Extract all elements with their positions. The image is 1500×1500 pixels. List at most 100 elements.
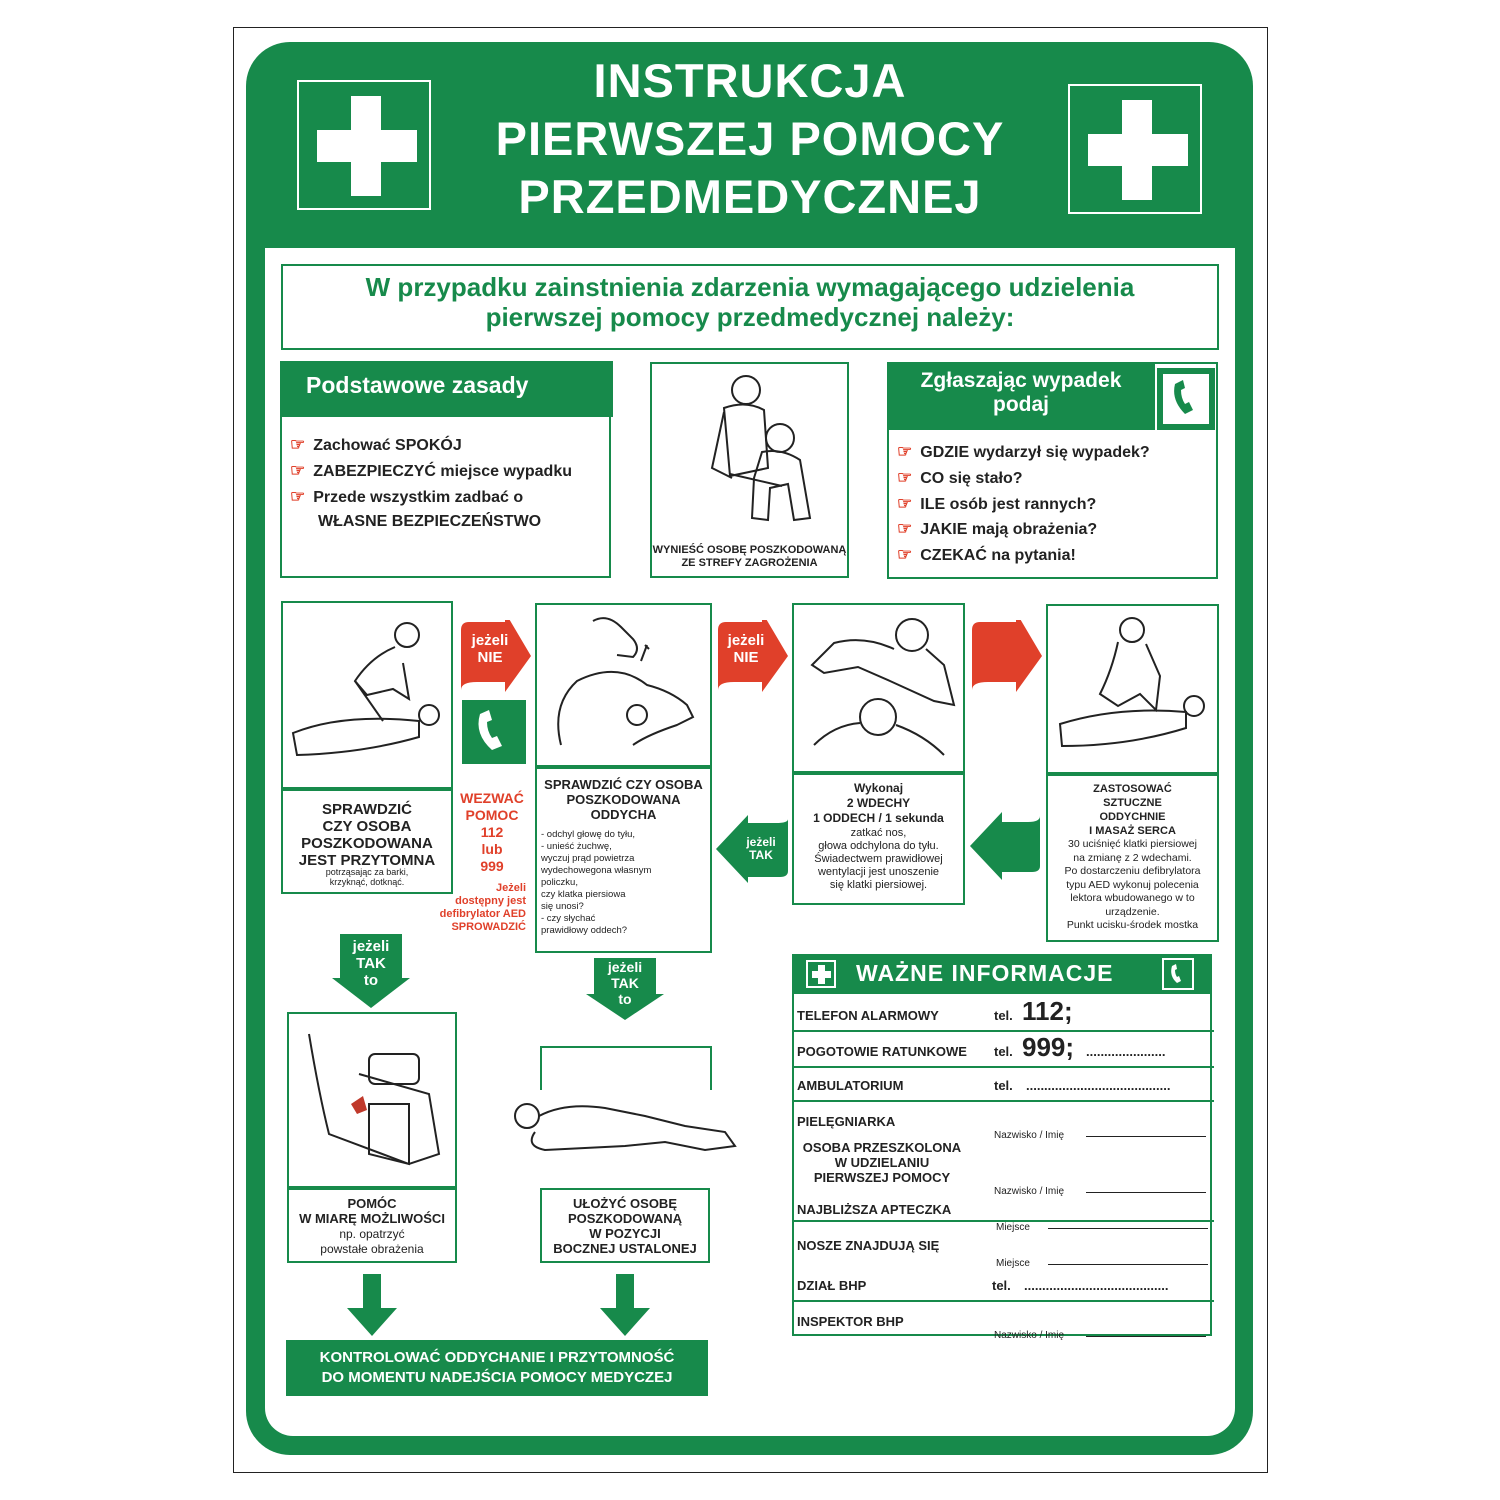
if-yes-label: jeżeli TAK — [746, 835, 776, 862]
ambulance-number: 999; — [1022, 1032, 1075, 1062]
consciousness-caption: SPRAWDZIĆ CZY OSOBA POSZKODOWANA JEST PR… — [298, 801, 436, 869]
arrow-down-icon — [586, 958, 664, 1020]
if-no-label: jeżeli NIE — [471, 632, 509, 666]
important-info-table: WAŻNE INFORMACJE TELEFON ALARMOWY tel. 1… — [792, 954, 1214, 1341]
important-info-heading: WAŻNE INFORMACJE — [856, 960, 1114, 986]
phone-icon — [462, 700, 526, 764]
breathing-caption-box: SPRAWDZIĆ CZY OSOBA POSZKODOWANA ODDYCHA… — [535, 767, 712, 953]
report-item: ☞GDZIE wydarzył się wypadek? — [897, 442, 1150, 461]
title-line: PIERWSZEJ POMOCY — [495, 112, 1005, 165]
info-row-bhp: DZIAŁ BHP tel. .........................… — [794, 1256, 1214, 1302]
recovery-caption-box: UŁOŻYĆ OSOBĘ POSZKODOWANĄ W POZYCJI BOCZ… — [540, 1188, 710, 1263]
fill-in-line — [1086, 1336, 1206, 1337]
if-no-label: jeżeli NIE — [727, 632, 765, 666]
report-item: ☞ILE osób jest rannych? — [897, 494, 1097, 513]
basic-rules-heading: Podstawowe zasady — [280, 361, 613, 417]
title-line: PRZEDMEDYCZNEJ — [518, 170, 982, 223]
title-line: INSTRUKCJA — [593, 54, 907, 107]
if-yes-label: jeżeli TAK to — [607, 959, 643, 1007]
arrow-right-icon — [972, 620, 1042, 692]
pointing-hand-icon: ☞ — [897, 519, 913, 538]
rescue-breaths-illustration — [810, 618, 956, 756]
recovery-caption: UŁOŻYĆ OSOBĘ POSZKODOWANĄ W POZYCJI BOCZ… — [553, 1196, 697, 1256]
phone-icon — [1162, 958, 1194, 990]
help-caption: POMÓC W MIARĘ MOŻLIWOŚCI — [299, 1196, 445, 1226]
info-row-ambulatory: AMBULATORIUM tel. ......................… — [794, 1066, 1214, 1102]
arrow-left-icon — [716, 815, 788, 883]
breathing-illustration-box — [535, 603, 712, 767]
fill-in-line — [1048, 1264, 1208, 1265]
rule-item: WŁASNE BEZPIECZEŃSTWO — [318, 513, 542, 530]
place-hint: Miejsce — [996, 1258, 1030, 1269]
fill-in-line — [1086, 1136, 1206, 1137]
trained-person-label: OSOBA PRZESZKOLONA W UDZIELANIU PIERWSZE… — [802, 1140, 962, 1185]
consciousness-caption-box: SPRAWDZIĆ CZY OSOBA POSZKODOWANA JEST PR… — [281, 789, 453, 894]
cpr-notes: 30 uciśnięć klatki piersiowej na zmianę … — [1064, 838, 1201, 931]
consciousness-note: potrząsając za barki, krzyknąć, dotknąć. — [325, 867, 409, 887]
rescuer-carrying-person-illustration — [710, 375, 812, 522]
name-hint: Nazwisko / Imię — [994, 1130, 1065, 1141]
important-info-header: WAŻNE INFORMACJE — [792, 954, 1212, 994]
pointing-hand-icon: ☞ — [897, 442, 913, 461]
pointing-hand-icon: ☞ — [897, 545, 913, 564]
intro-line: W przypadku zainstnienia zdarzenia wymag… — [365, 272, 1135, 302]
report-box: Zgłaszając wypadek podaj ☞GDZIE wydarzył… — [887, 362, 1218, 579]
info-row-inspector: INSPEKTOR BHP Nazwisko / Imię — [794, 1300, 1214, 1341]
name-hint: Nazwisko / Imię — [994, 1330, 1065, 1341]
intro-line: pierwszej pomocy przedmedycznej należy: — [485, 302, 1015, 332]
alarm-number: 112; — [1022, 996, 1073, 1026]
fill-in-dots: ........................................ — [1024, 1278, 1169, 1293]
evacuate-caption: WYNIEŚĆ OSOBĘ POSZKODOWANĄ ZE STREFY ZAG… — [652, 544, 847, 569]
cpr-caption-box: ZASTOSOWAĆ SZTUCZNE ODDYCHNIE I MASAŻ SE… — [1046, 774, 1219, 942]
fill-in-line — [1048, 1228, 1208, 1229]
cpr-caption: ZASTOSOWAĆ SZTUCZNE ODDYCHNIE I MASAŻ SE… — [1089, 783, 1176, 837]
arrow-left-icon — [970, 812, 1040, 880]
check-breathing-illustration — [557, 617, 695, 746]
arrow-right-icon — [461, 620, 531, 692]
page-title: INSTRUKCJA PIERWSZEJ POMOCY PRZEDMEDYCZN… — [430, 52, 1070, 226]
arrow-down-icon — [600, 1274, 650, 1336]
breaths-illustration-box — [792, 603, 965, 773]
fill-in-dots: ........................................ — [1026, 1078, 1171, 1093]
rule-item: ☞Przede wszystkim zadbać o — [290, 487, 524, 506]
info-row-alarm: TELEFON ALARMOWY tel. 112; — [794, 994, 1214, 1032]
phone-icon — [1157, 368, 1215, 430]
recovery-bracket — [540, 1046, 712, 1090]
rule-item: ☞ZABEZPIECZYĆ miejsce wypadku — [290, 461, 572, 480]
if-yes-label: jeżeli TAK to — [352, 938, 390, 989]
cpr-illustration — [1058, 617, 1205, 748]
arrow-down-icon — [347, 1274, 397, 1336]
monitor-banner: KONTROLOWAĆ ODDYCHANIE I PRZYTOMNOŚĆ DO … — [286, 1340, 708, 1396]
breathing-notes: - odchyl głowę do tyłu, - unieść żuchwę,… — [541, 829, 652, 936]
breaths-notes: zatkać nos, głowa odchylona do tyłu. Świ… — [814, 827, 943, 891]
pointing-hand-icon: ☞ — [897, 468, 913, 487]
first-aid-cross-icon — [1068, 84, 1202, 214]
name-hint: Nazwisko / Imię — [994, 1186, 1065, 1197]
rule-item: ☞Zachować SPOKÓJ — [290, 435, 462, 454]
pointing-hand-icon: ☞ — [290, 487, 306, 506]
basic-rules-box: Podstawowe zasady ☞Zachować SPOKÓJ ☞ZABE… — [280, 361, 613, 578]
pointing-hand-icon: ☞ — [290, 435, 306, 454]
pointing-hand-icon: ☞ — [897, 494, 913, 513]
first-aid-cross-icon — [297, 80, 431, 210]
report-heading: Zgłaszając wypadek podaj — [887, 362, 1155, 430]
aed-text: Jeżeli dostępny jest defibrylator AED SP… — [439, 882, 526, 933]
fill-in-dots: ...................... — [1086, 1044, 1166, 1059]
place-hint: Miejsce — [996, 1222, 1030, 1233]
info-row-nurse: PIELĘGNIARKA Nazwisko / Imię OSOBA PRZES… — [794, 1100, 1214, 1222]
report-item: ☞CO się stało? — [897, 468, 1023, 487]
help-note: np. opatrzyć powstałe obrażenia — [320, 1227, 424, 1256]
help-illustration-box — [287, 1012, 457, 1188]
breaths-caption: Wykonaj 2 WDECHY 1 ODDECH / 1 sekunda — [813, 781, 944, 825]
first-aid-cross-icon — [806, 960, 836, 988]
evacuate-box: WYNIEŚĆ OSOBĘ POSZKODOWANĄ ZE STREFY ZAG… — [650, 362, 849, 578]
arrow-down-icon — [332, 934, 410, 1008]
report-item: ☞JAKIE mają obrażenia? — [897, 519, 1098, 538]
breathing-caption: SPRAWDZIĆ CZY OSOBA POSZKODOWANA ODDYCHA — [544, 777, 703, 822]
fill-in-line — [1086, 1192, 1206, 1193]
cpr-illustration-box — [1046, 604, 1219, 774]
intro-box: W przypadku zainstnienia zdarzenia wymag… — [281, 264, 1219, 350]
report-item: ☞CZEKAĆ na pytania! — [897, 545, 1076, 564]
recovery-position-illustration — [514, 1103, 737, 1152]
consciousness-illustration-box — [281, 601, 453, 789]
